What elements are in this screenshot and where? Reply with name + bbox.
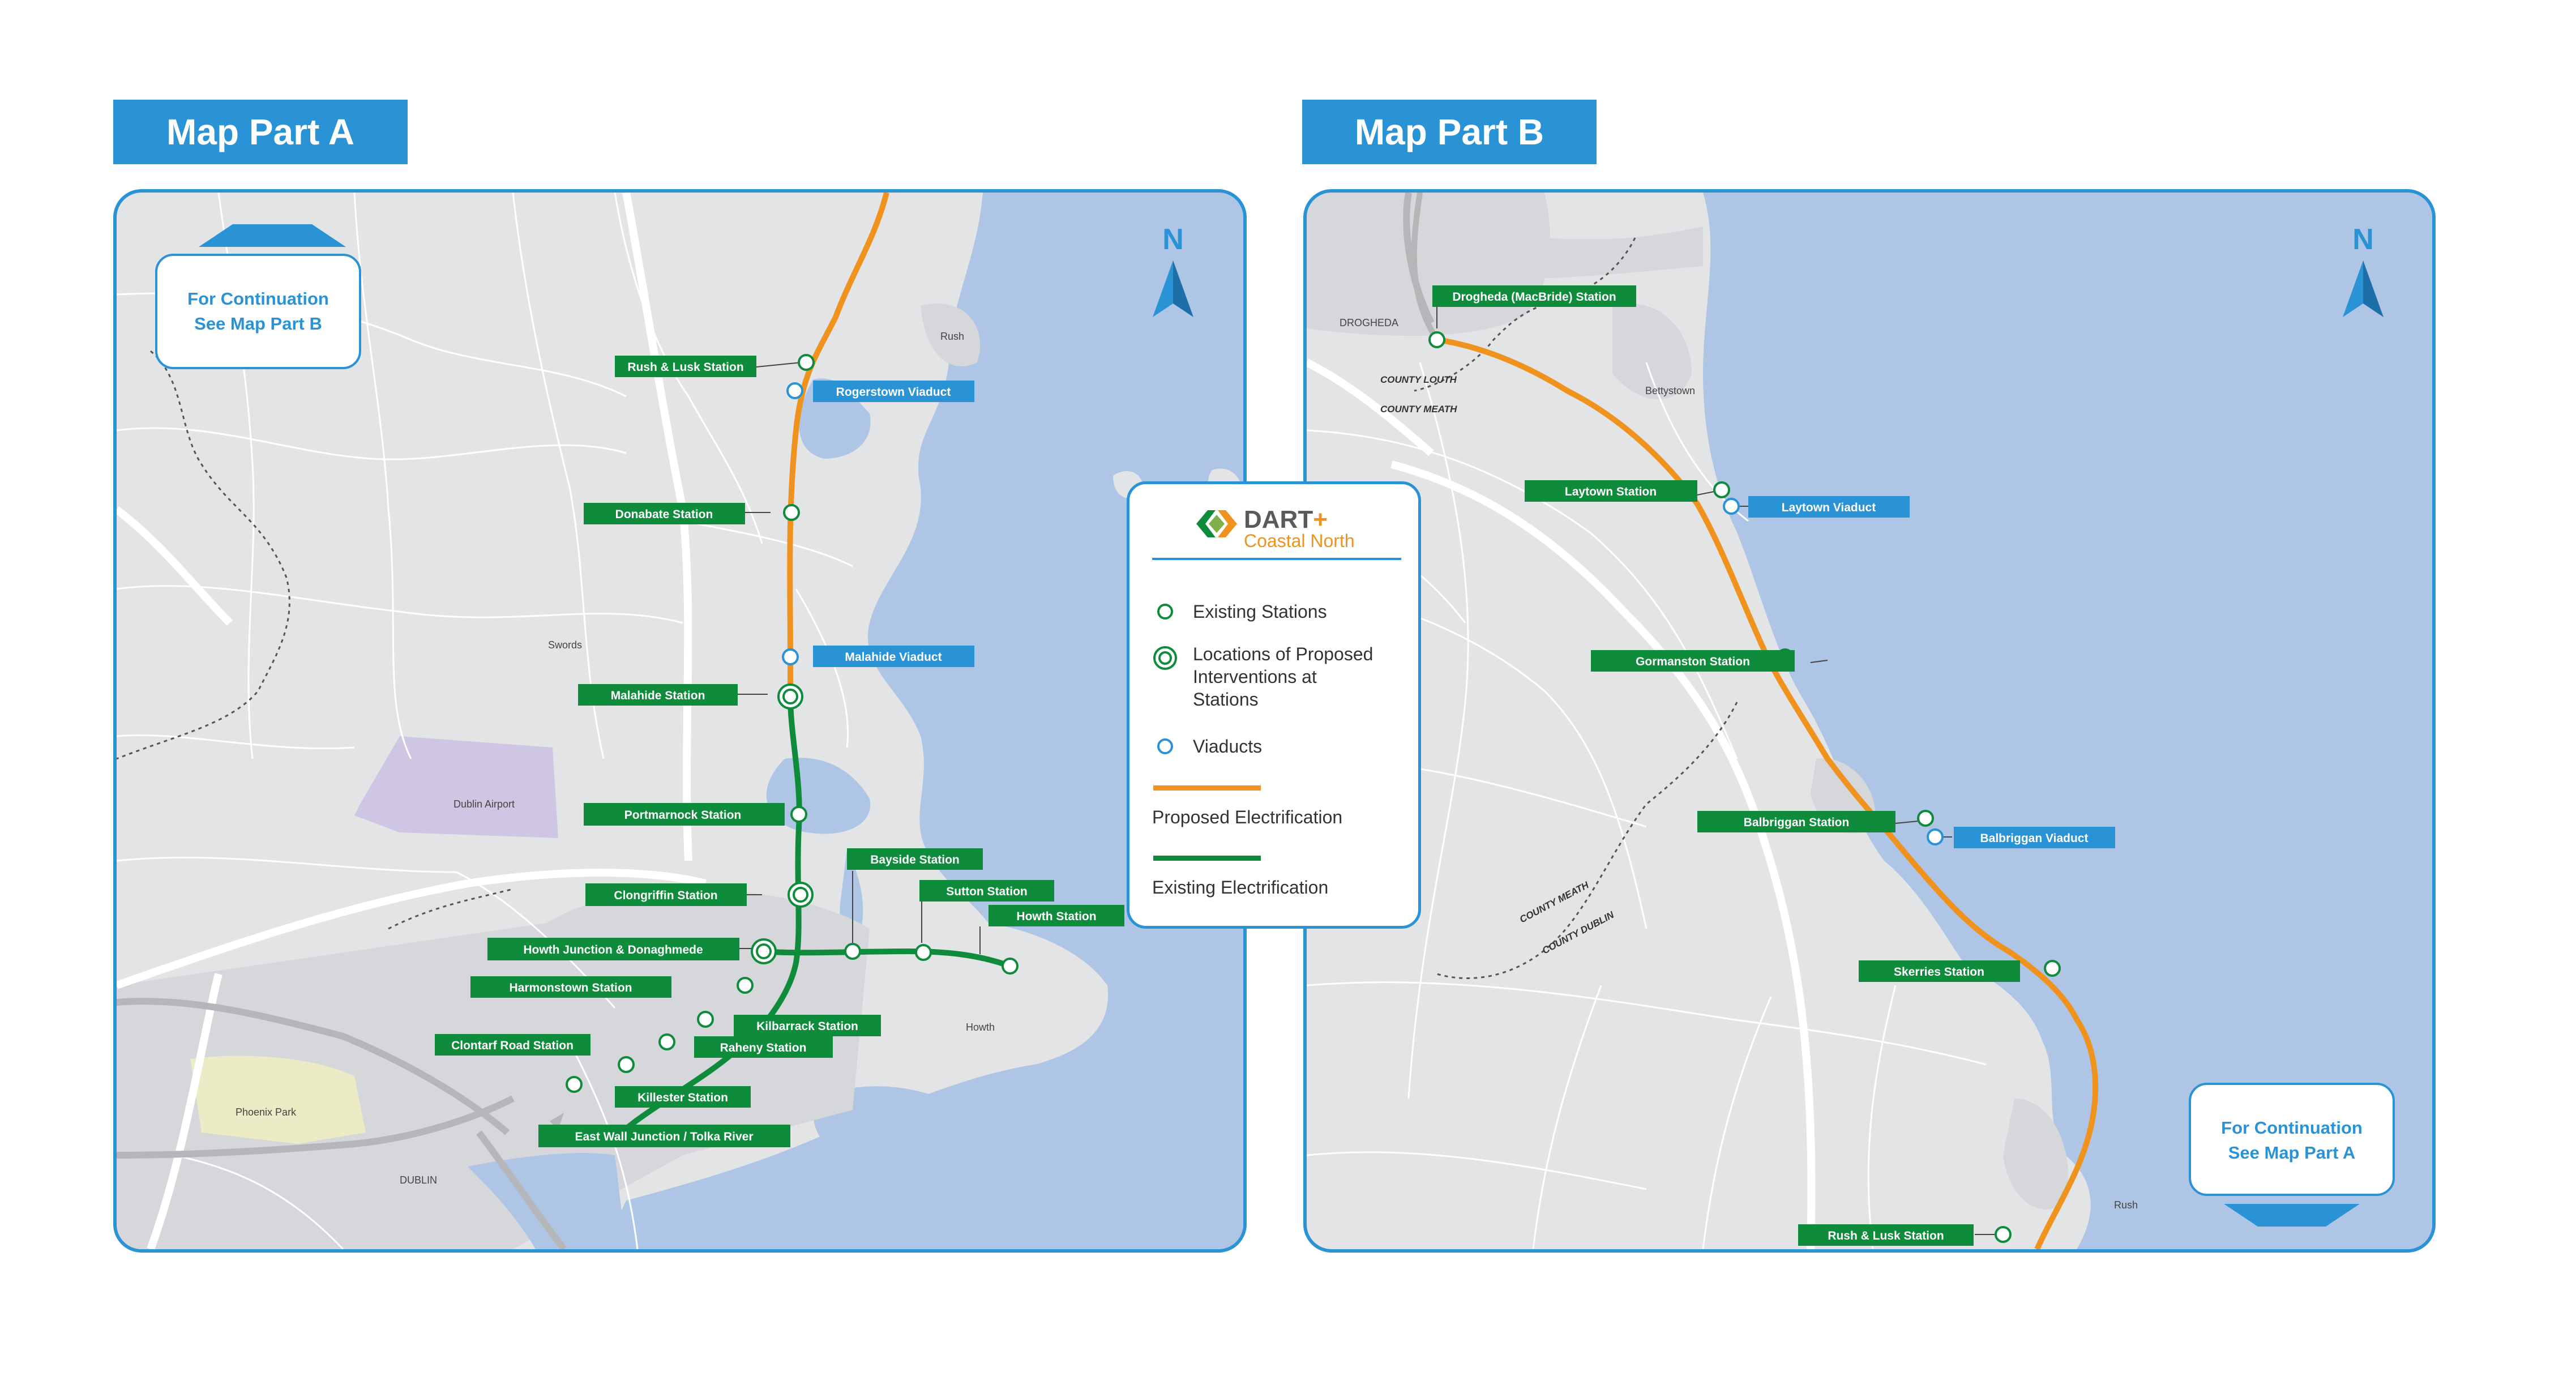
label-laytown-viaduct: Laytown Viaduct <box>1782 501 1876 514</box>
place-dublin-airport: Dublin Airport <box>453 798 515 810</box>
map-part-a-canvas: Rush & Lusk Station Donabate Station Mal… <box>117 193 1243 1249</box>
place-swords: Swords <box>548 639 582 651</box>
viaduct-icon <box>1157 738 1173 754</box>
place-howth: Howth <box>966 1022 995 1033</box>
label-malahide: Malahide Station <box>611 689 705 702</box>
legend-panel: DART+ Coastal North Existing Stations Lo… <box>1127 481 1421 929</box>
label-raheny: Raheny Station <box>720 1041 807 1054</box>
label-malahide-viaduct: Malahide Viaduct <box>845 651 942 664</box>
dart-logo-icon <box>1196 510 1237 537</box>
map-part-b-canvas: Drogheda (MacBride) Station Laytown Stat… <box>1307 193 2432 1249</box>
continuation-a-line1: For Continuation <box>187 289 329 309</box>
label-sutton: Sutton Station <box>946 885 1027 898</box>
proposed-electrification-swatch <box>1153 785 1261 791</box>
label-bayside: Bayside Station <box>870 853 960 866</box>
svg-text:N: N <box>1162 223 1184 256</box>
label-balbriggan-viaduct: Balbriggan Viaduct <box>1980 832 2089 845</box>
legend-logo-subtitle: Coastal North <box>1244 531 1355 551</box>
continuation-b-line1: For Continuation <box>2221 1118 2363 1138</box>
map-part-a-title: Map Part A <box>113 100 408 164</box>
legend-divider <box>1152 558 1401 560</box>
place-phoenix-park: Phoenix Park <box>236 1107 297 1118</box>
label-killester: Killester Station <box>637 1091 728 1104</box>
proposed-intervention-icon <box>1153 646 1177 670</box>
label-skerries: Skerries Station <box>1894 965 1984 979</box>
legend-logo-title: DART+ <box>1244 506 1328 533</box>
continuation-box-a[interactable]: For Continuation See Map Part B <box>155 224 361 369</box>
label-laytown: Laytown Station <box>1565 485 1657 498</box>
map-part-b[interactable]: Drogheda (MacBride) Station Laytown Stat… <box>1303 189 2436 1253</box>
label-balbriggan: Balbriggan Station <box>1744 816 1850 829</box>
label-kilbarrack: Kilbarrack Station <box>756 1020 858 1033</box>
legend-existing-electrification: Existing Electrification <box>1152 877 1329 898</box>
label-rush-lusk-a: Rush & Lusk Station <box>627 361 743 374</box>
place-bettystown: Bettystown <box>1645 385 1695 396</box>
legend-viaducts: Viaducts <box>1193 736 1263 757</box>
label-rogerstown-viaduct: Rogerstown Viaduct <box>836 386 951 399</box>
legend-proposed-electrification: Proposed Electrification <box>1152 807 1343 827</box>
legend-proposed-interventions: Locations of Proposed Interventions at S… <box>1193 644 1373 710</box>
place-dublin: DUBLIN <box>400 1174 437 1186</box>
label-gormanston: Gormanston Station <box>1636 655 1750 668</box>
map-part-b-title: Map Part B <box>1302 100 1597 164</box>
continuation-a-line2: See Map Part B <box>194 314 322 334</box>
continuation-box-b[interactable]: For Continuation See Map Part A <box>2189 1083 2395 1227</box>
county-meath-mid: COUNTY MEATH <box>1518 879 1591 925</box>
label-portmarnock: Portmarnock Station <box>624 809 742 822</box>
label-east-wall: East Wall Junction / Tolka River <box>575 1130 753 1143</box>
place-drogheda: DROGHEDA <box>1340 317 1398 328</box>
north-arrow-icon: N <box>1153 223 1193 317</box>
label-clongriffin: Clongriffin Station <box>614 889 717 902</box>
label-donabate: Donabate Station <box>615 508 713 521</box>
existing-electrification-swatch <box>1153 856 1261 861</box>
label-drogheda: Drogheda (MacBride) Station <box>1452 290 1616 304</box>
place-rush-a: Rush <box>940 331 964 342</box>
label-howth-junction: Howth Junction & Donaghmede <box>523 943 703 956</box>
county-dublin: COUNTY DUBLIN <box>1541 909 1616 956</box>
label-harmonstown: Harmonstown Station <box>509 981 632 994</box>
continuation-b-line2: See Map Part A <box>2228 1143 2356 1163</box>
legend-existing-stations: Existing Stations <box>1193 601 1327 622</box>
label-howth: Howth Station <box>1016 910 1096 923</box>
place-rush-b: Rush <box>2114 1199 2138 1211</box>
north-arrow-icon: N <box>2343 223 2384 317</box>
svg-text:N: N <box>2352 223 2374 256</box>
existing-station-icon <box>1157 604 1173 620</box>
county-meath-top: COUNTY MEATH <box>1380 404 1457 415</box>
county-louth: COUNTY LOUTH <box>1380 374 1457 385</box>
label-rush-lusk-b: Rush & Lusk Station <box>1828 1229 1944 1242</box>
label-clontarf: Clontarf Road Station <box>451 1039 574 1052</box>
map-a-green-labels: Rush & Lusk Station Donabate Station Mal… <box>435 356 1124 1147</box>
map-part-a[interactable]: Rush & Lusk Station Donabate Station Mal… <box>113 189 1247 1253</box>
